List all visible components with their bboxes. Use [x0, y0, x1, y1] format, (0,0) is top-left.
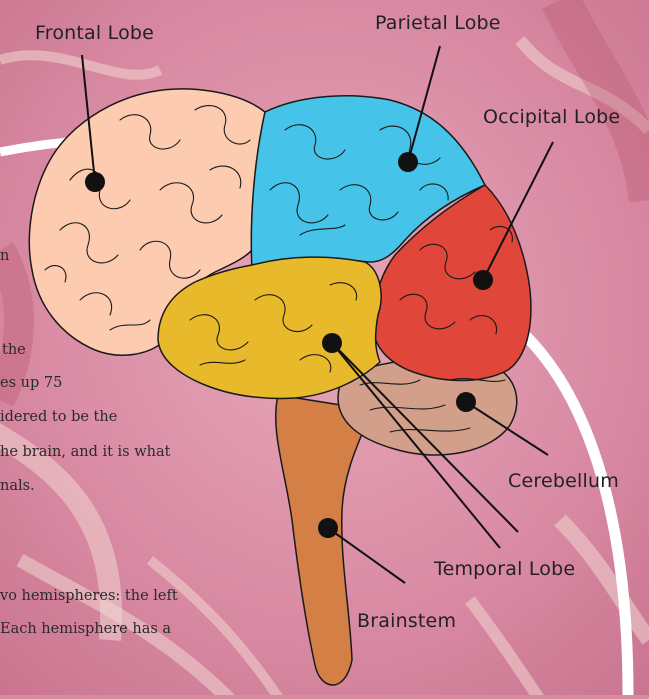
body-text-line-8: Each hemisphere has a	[0, 618, 171, 640]
body-text-line-1: n	[0, 245, 9, 267]
parietal-lobe-label: Parietal Lobe	[375, 12, 501, 34]
frontal-dot	[85, 172, 105, 192]
body-text-line-5: he brain, and it is what	[0, 441, 170, 463]
body-text-line-2: the	[2, 339, 26, 361]
body-text-line-3: es up 75	[0, 372, 62, 394]
cerebellum-dot	[456, 392, 476, 412]
parietal-dot	[398, 152, 418, 172]
cerebellum-label: Cerebellum	[508, 470, 619, 492]
body-text-line-7: vo hemispheres: the left	[0, 585, 178, 607]
occipital-lobe-label: Occipital Lobe	[483, 106, 620, 128]
brainstem-dot	[318, 518, 338, 538]
occipital-dot	[473, 270, 493, 290]
temporal-dot	[322, 333, 342, 353]
body-text-line-4: idered to be the	[0, 406, 117, 428]
brainstem-label: Brainstem	[357, 610, 456, 632]
body-text-line-6: nals.	[0, 475, 35, 497]
frontal-lobe-label: Frontal Lobe	[35, 22, 154, 44]
temporal-lobe-label: Temporal Lobe	[434, 558, 575, 580]
